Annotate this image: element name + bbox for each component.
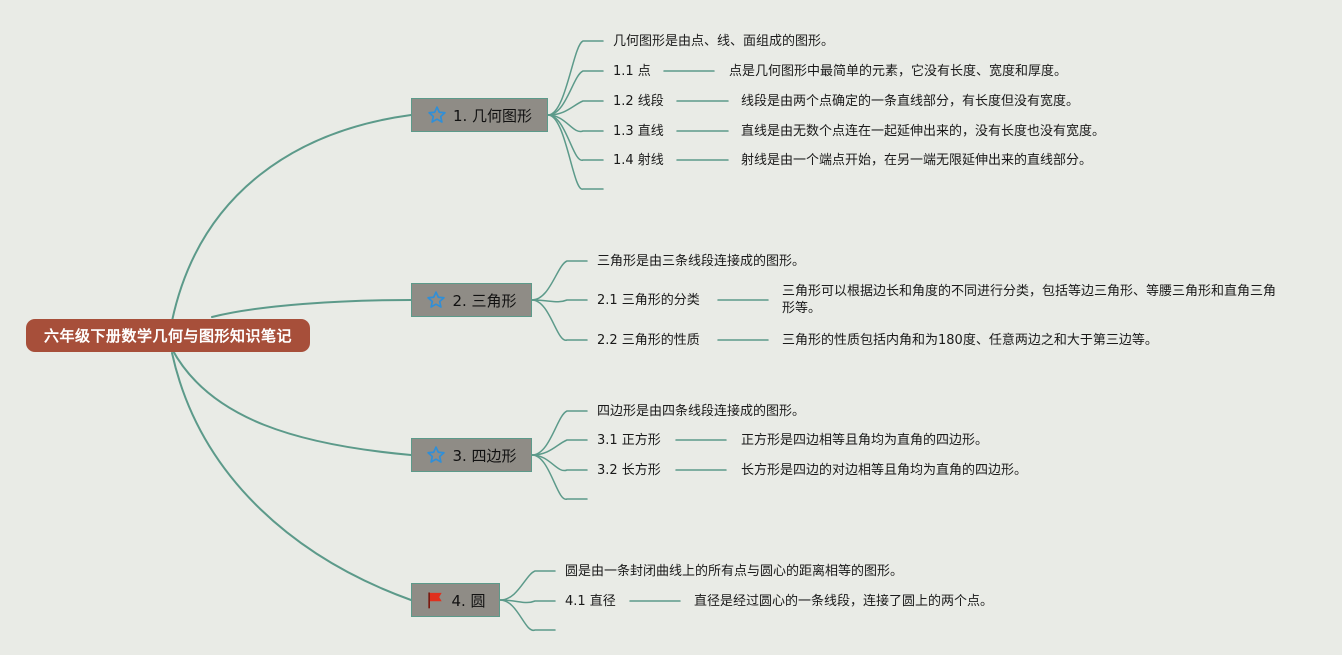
desc-triangle-properties[interactable]: 三角形的性质包括内角和为180度、任意两边之和大于第三边等。 xyxy=(782,333,1158,348)
geo-link-2 xyxy=(547,100,604,116)
term-ray[interactable]: 1.4 射线 xyxy=(613,153,664,168)
quad-link-2 xyxy=(531,454,588,472)
tri-link-0 xyxy=(531,260,588,301)
circle-link-1 xyxy=(499,599,556,604)
desc-square[interactable]: 正方形是四边相等且角均为直角的四边形。 xyxy=(741,433,989,448)
quad-link-3 xyxy=(531,454,588,500)
summary-text: 三角形是由三条线段连接成的图形。 xyxy=(597,254,806,269)
root-link-4 xyxy=(171,352,412,601)
branch-label: 3. 四边形 xyxy=(452,446,517,465)
root-topic[interactable]: 六年级下册数学几何与图形知识笔记 xyxy=(26,319,310,352)
root-link-3 xyxy=(171,348,412,456)
geo-link-1 xyxy=(547,70,604,116)
term-triangle-classification[interactable]: 2.1 三角形的分类 xyxy=(597,293,700,308)
circle-link-2 xyxy=(499,599,556,631)
branch-triangle[interactable]: 2. 三角形 xyxy=(411,283,532,317)
red-flag-icon xyxy=(428,592,443,609)
geo-link-0 xyxy=(547,40,604,116)
summary-text: 圆是由一条封闭曲线上的所有点与圆心的距离相等的图形。 xyxy=(565,564,904,579)
tri-link-2 xyxy=(531,299,588,341)
term-line[interactable]: 1.3 直线 xyxy=(613,124,664,139)
desc-segment[interactable]: 线段是由两个点确定的一条直线部分，有长度但没有宽度。 xyxy=(741,94,1080,109)
star-icon xyxy=(428,106,446,123)
circle-link-0 xyxy=(499,570,556,601)
summary-text: 几何图形是由点、线、面组成的图形。 xyxy=(613,34,835,49)
desc-point[interactable]: 点是几何图形中最简单的元素，它没有长度、宽度和厚度。 xyxy=(729,64,1068,79)
geo-link-3 xyxy=(547,114,604,133)
star-icon xyxy=(427,446,446,463)
root-link-2 xyxy=(211,299,412,318)
geo-link-5 xyxy=(547,114,604,190)
branch-quadrilateral[interactable]: 3. 四边形 xyxy=(411,438,532,472)
root-link-1 xyxy=(171,114,412,322)
branch-label: 1. 几何图形 xyxy=(452,106,533,125)
desc-ray[interactable]: 射线是由一个端点开始，在另一端无限延伸出来的直线部分。 xyxy=(741,153,1093,168)
geo-link-4 xyxy=(547,114,604,161)
quad-link-0 xyxy=(531,410,588,456)
term-rectangle[interactable]: 3.2 长方形 xyxy=(597,463,661,478)
summary-text: 四边形是由四条线段连接成的图形。 xyxy=(597,404,806,419)
desc-diameter[interactable]: 直径是经过圆心的一条线段，连接了圆上的两个点。 xyxy=(694,594,994,609)
branch-geometric-shapes[interactable]: 1. 几何图形 xyxy=(411,98,548,132)
quad-link-1 xyxy=(531,439,588,456)
desc-line[interactable]: 直线是由无数个点连在一起延伸出来的，没有长度也没有宽度。 xyxy=(741,124,1106,139)
term-segment[interactable]: 1.2 线段 xyxy=(613,94,664,109)
term-point[interactable]: 1.1 点 xyxy=(613,64,651,79)
desc-triangle-classification[interactable]: 三角形可以根据边长和角度的不同进行分类，包括等边三角形、等腰三角形和直角三角形等… xyxy=(782,284,1277,316)
term-diameter[interactable]: 4.1 直径 xyxy=(565,594,616,609)
branch-label: 2. 三角形 xyxy=(452,291,517,310)
desc-rectangle[interactable]: 长方形是四边的对边相等且角均为直角的四边形。 xyxy=(741,463,1028,478)
tri-link-1 xyxy=(531,299,588,303)
branch-label: 4. 圆 xyxy=(451,591,486,610)
branch-circle[interactable]: 4. 圆 xyxy=(411,583,500,617)
star-icon xyxy=(427,291,446,308)
term-triangle-properties[interactable]: 2.2 三角形的性质 xyxy=(597,333,700,348)
term-square[interactable]: 3.1 正方形 xyxy=(597,433,661,448)
